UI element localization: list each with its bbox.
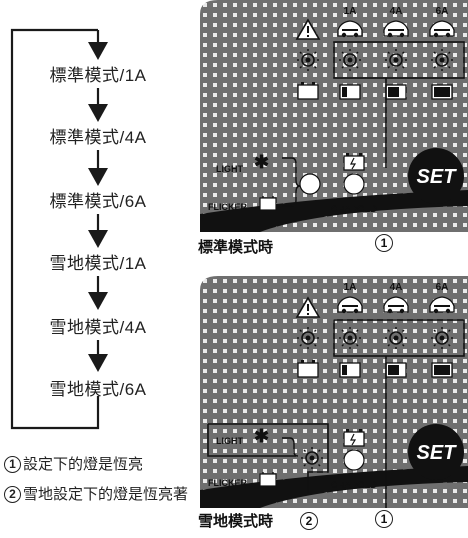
- set-button-label: SET: [417, 166, 458, 188]
- warning-icon: [295, 296, 321, 318]
- charged-label: CHARGED: [331, 204, 377, 214]
- charged-label: CHARGED: [331, 480, 377, 490]
- amp-label: 6A: [436, 282, 449, 293]
- set-button[interactable]: [408, 424, 464, 480]
- arrow-down-icon: [88, 354, 108, 372]
- charged-battery-icon: [343, 429, 365, 447]
- note-text: 雪地設定下的燈是恆亮著: [23, 486, 189, 503]
- arrow-down-icon: [88, 42, 108, 60]
- set-button[interactable]: [408, 148, 464, 204]
- pointer-line: [385, 356, 387, 508]
- note-text: 設定下的燈是恆亮: [23, 456, 144, 473]
- flow-chart: [10, 28, 108, 430]
- amp-label: 4A: [390, 6, 403, 17]
- snowflake-icon: ✱: [254, 426, 269, 446]
- battery-level-icon: [339, 84, 361, 100]
- light-label: LIGHT: [216, 436, 243, 446]
- battery-level-icon: [339, 362, 361, 378]
- snowflake-icon: ✱: [254, 152, 269, 172]
- charged-led: [343, 173, 365, 195]
- charger-panel-standard: 1A 4A 6A LIGHT ✱ FLICKER CHARGED SET: [200, 0, 468, 232]
- battery-level-icon: [431, 362, 453, 378]
- battery-icon: [297, 359, 319, 378]
- flow-step: 雪地模式/6A: [49, 380, 147, 399]
- snow-highlight-box: [208, 423, 329, 494]
- marker-one: 1: [375, 510, 393, 528]
- marker-one: 1: [375, 234, 393, 252]
- pointer-line: [385, 78, 387, 168]
- arrow-down-icon: [88, 104, 108, 122]
- marker-badge: 1: [4, 456, 21, 473]
- warning-icon: [295, 18, 321, 40]
- arrow-down-icon: [88, 168, 108, 186]
- amp-label: 6A: [436, 6, 449, 17]
- light-label: LIGHT: [216, 164, 243, 174]
- amp-label: 1A: [344, 282, 357, 293]
- caption-standard: 標準模式時: [198, 238, 274, 256]
- charged-led: [343, 449, 365, 471]
- highlight-box: [333, 319, 465, 357]
- highlight-box: [333, 41, 465, 79]
- charged-battery-icon: [343, 153, 365, 171]
- arrow-down-icon: [88, 292, 108, 310]
- battery-small-icon: [259, 472, 277, 487]
- set-button-label: SET: [417, 442, 458, 464]
- arrow-down-icon: [88, 230, 108, 248]
- flow-step: 標準模式/6A: [49, 192, 147, 211]
- battery-small-icon: [259, 196, 277, 211]
- battery-level-icon: [431, 84, 453, 100]
- amp-label: 1A: [344, 6, 357, 17]
- charger-panel-snow: 1A 4A 6A LIGHT ✱ FLICKER CHARGED SET: [200, 276, 468, 508]
- flow-step: 標準模式/1A: [49, 66, 147, 85]
- loop-line: [10, 28, 100, 430]
- marker-two: 2: [300, 512, 318, 530]
- caption-snow: 雪地模式時: [198, 512, 274, 530]
- flow-step: 標準模式/4A: [49, 128, 147, 147]
- amp-label: 4A: [390, 282, 403, 293]
- flicker-label: FLICKER: [208, 478, 247, 488]
- flow-step: 雪地模式/1A: [49, 254, 147, 273]
- marker-badge: 2: [4, 486, 21, 503]
- flow-step: 雪地模式/4A: [49, 318, 147, 337]
- flicker-label: FLICKER: [208, 202, 247, 212]
- battery-icon: [297, 81, 319, 100]
- mode-led: [299, 173, 321, 195]
